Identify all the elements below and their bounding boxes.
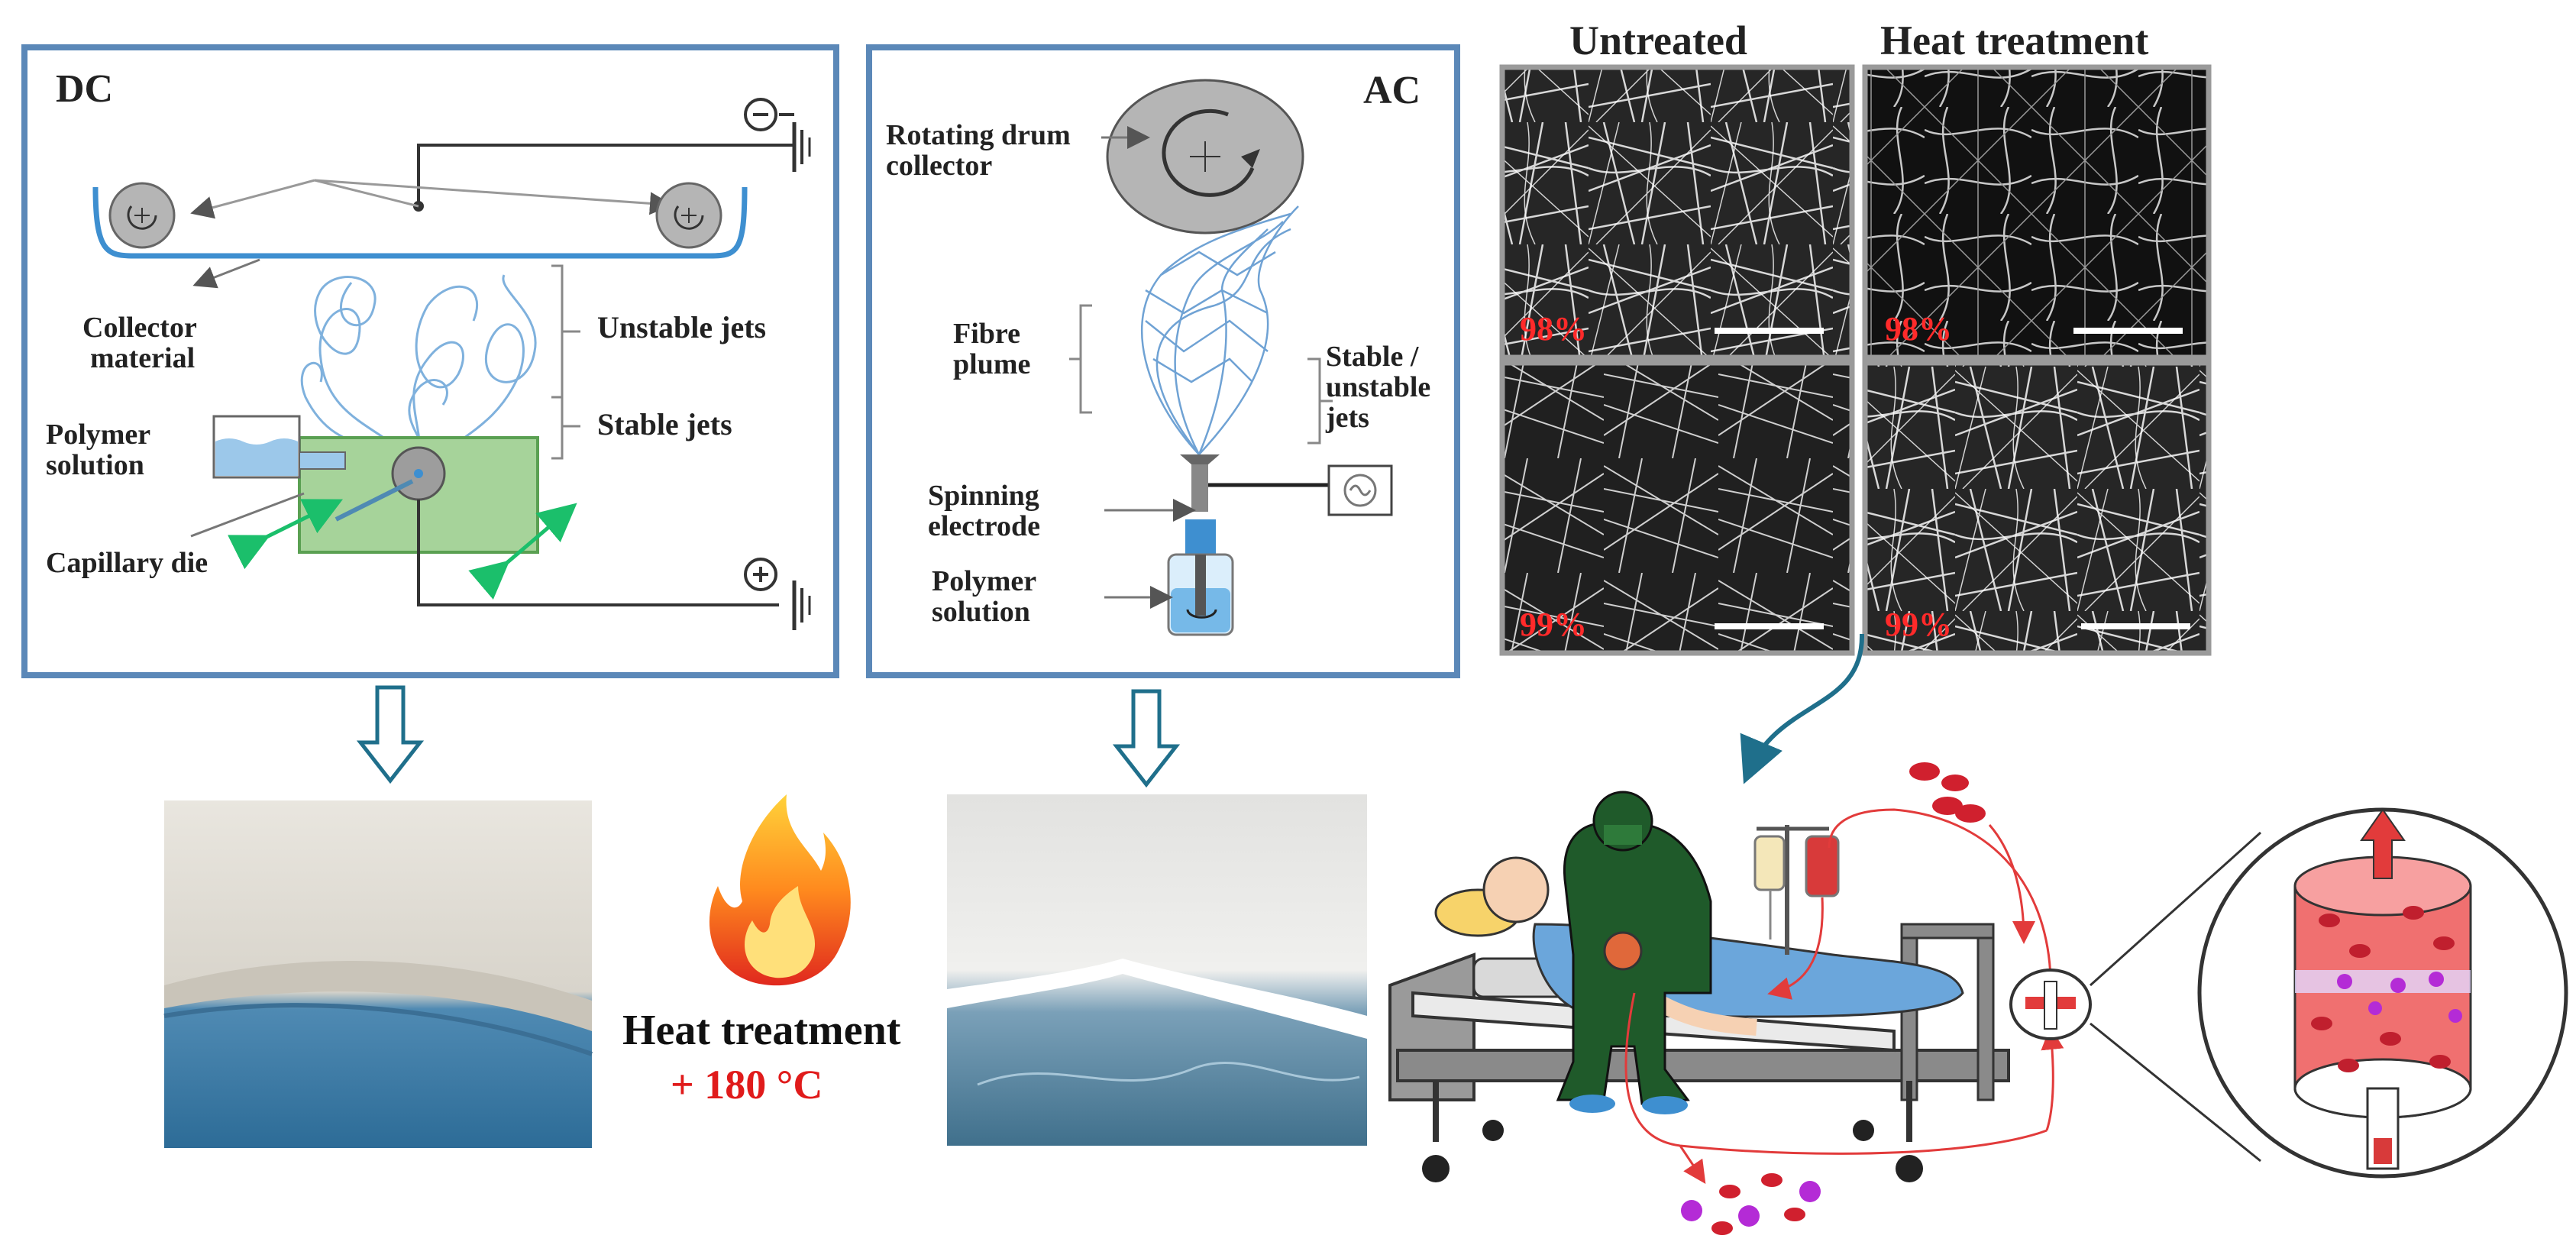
unstable-jets-icon: [300, 274, 537, 475]
fibre-plume-label: Fibre plume: [953, 318, 1031, 380]
negative-electrode-icon: [744, 98, 811, 172]
dc-polymer-solution-label: Polymer solution: [46, 419, 151, 481]
fabric-photo-untreated: [163, 800, 593, 1148]
sem-header-untreated: Untreated: [1569, 18, 1747, 63]
ac-polymer-solution-label: Polymer solution: [932, 565, 1037, 628]
fibre-plume-icon: [1140, 205, 1299, 455]
sem-grid: [1499, 64, 2212, 656]
down-arrow-ac-icon: [1112, 689, 1181, 788]
dc-title: DC: [56, 67, 114, 111]
rotating-drum-icon: [1106, 79, 1304, 234]
dc-panel: [21, 44, 839, 678]
rotating-drum-label: Rotating drum collector: [886, 119, 1071, 182]
collector-belt: [92, 186, 748, 259]
stable-jets-label: Stable jets: [597, 407, 732, 441]
patient-scene: [1388, 762, 2568, 1235]
sem-label-untreated-1: 98%: [1520, 310, 1587, 348]
fabric-photo-heat-treated: [947, 794, 1367, 1146]
sem-label-heat-1: 98%: [1885, 310, 1952, 348]
heat-treatment-temperature: + 180 °C: [671, 1062, 823, 1108]
collector-roller-left-icon: [108, 182, 176, 249]
ac-title: AC: [1363, 69, 1421, 112]
collector-material-label: Collector material: [82, 312, 197, 374]
flame-icon: [709, 794, 851, 986]
ac-panel: [866, 44, 1460, 678]
sem-header-heat-treatment: Heat treatment: [1880, 18, 2149, 63]
collector-roller-right-icon: [655, 182, 722, 249]
sem-label-heat-2: 99%: [1885, 606, 1952, 643]
positive-electrode-icon: [744, 558, 811, 630]
sem-label-untreated-2: 99%: [1520, 606, 1587, 643]
spinning-electrode-label: Spinning electrode: [928, 480, 1040, 542]
capillary-die-label: Capillary die: [46, 547, 208, 579]
down-arrow-dc-icon: [356, 685, 425, 784]
stable-unstable-jets-label: Stable / unstable jets: [1326, 341, 1431, 434]
teal-curved-arrow: [1740, 633, 1865, 784]
heat-treatment-label: Heat treatment: [622, 1007, 901, 1054]
unstable-jets-label: Unstable jets: [597, 310, 767, 344]
